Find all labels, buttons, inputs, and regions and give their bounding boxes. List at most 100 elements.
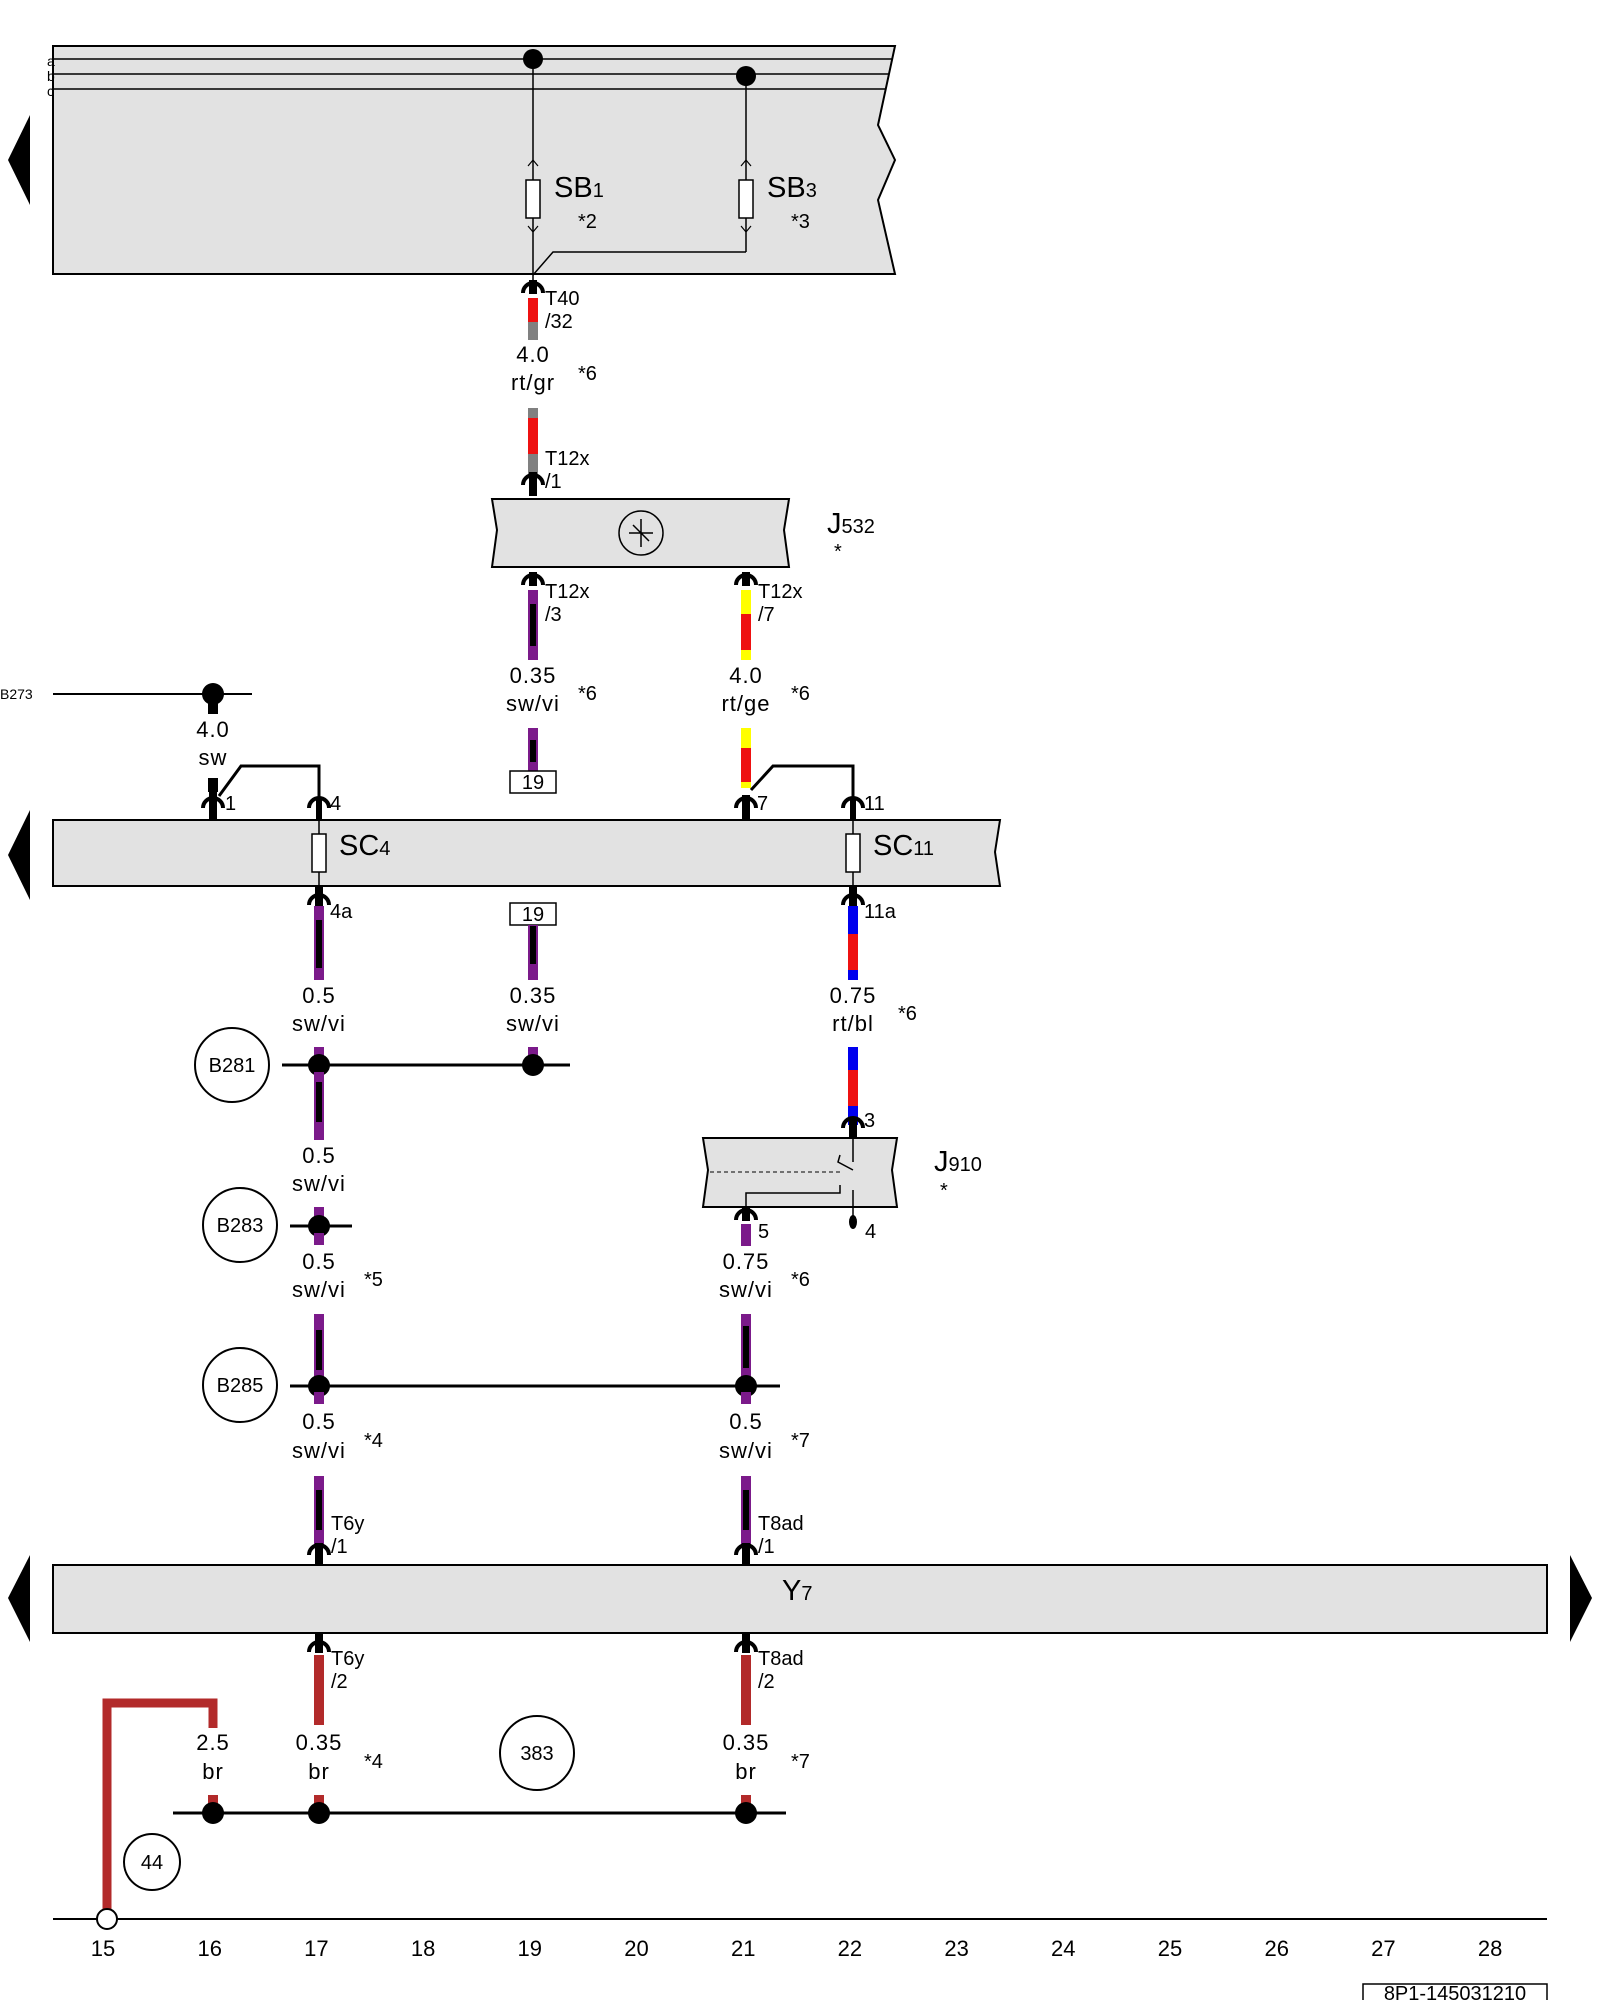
wire-j532-7-note: *6 bbox=[791, 683, 810, 705]
axis-number: 22 bbox=[838, 1936, 862, 1961]
wire-j910-5-note: *6 bbox=[791, 1269, 810, 1291]
b285-junction-17 bbox=[308, 1375, 330, 1397]
component-j910-body bbox=[701, 1137, 899, 1208]
wire-b283-color: sw/vi bbox=[292, 1277, 346, 1302]
ground-junction-21 bbox=[735, 1802, 757, 1824]
component-y7-panel bbox=[52, 1564, 1548, 1634]
b281-junction-17 bbox=[308, 1054, 330, 1076]
wire-b273-color: sw bbox=[199, 745, 228, 770]
wire-j532-3-note: *6 bbox=[578, 683, 597, 705]
connector-t6y-1-label: T6y bbox=[331, 1513, 364, 1535]
axis-number: 16 bbox=[197, 1936, 221, 1961]
wire-j910-5-color: sw/vi bbox=[719, 1277, 773, 1302]
connector-t8ad-2 bbox=[734, 1633, 758, 1653]
wire-b281-color: sw/vi bbox=[292, 1171, 346, 1196]
component-y7-label: Y7 bbox=[782, 1575, 812, 1607]
fuse-sb1-note: *2 bbox=[578, 211, 597, 233]
left-arrow-mid bbox=[8, 810, 30, 900]
wire-sc4-core bbox=[316, 920, 322, 968]
ref-circle-383-label: 383 bbox=[520, 1743, 553, 1765]
connector-t6y-2 bbox=[307, 1633, 331, 1653]
connector-t8ad-1-pin: /1 bbox=[758, 1536, 775, 1558]
wire-b273-size: 4.0 bbox=[196, 717, 230, 742]
component-j532-label: J532 bbox=[827, 508, 875, 540]
axis-number: 24 bbox=[1051, 1936, 1075, 1961]
ref-box-19-bottom-label: 19 bbox=[522, 904, 544, 926]
right-arrow-y7 bbox=[1570, 1555, 1592, 1642]
connector-sc-pin11-label: 11 bbox=[864, 793, 885, 815]
connector-t8ad-2-pin: /2 bbox=[758, 1671, 775, 1693]
axis-number: 20 bbox=[624, 1936, 648, 1961]
fuse-sc11-symbol bbox=[845, 833, 861, 873]
wire-t12x1-grey2 bbox=[528, 454, 538, 474]
wire-t6y1-core bbox=[316, 1490, 322, 1530]
connector-t12x-3-label: T12x bbox=[545, 581, 589, 603]
ref-box-19-top-label: 19 bbox=[522, 772, 544, 794]
doc-id-label: 8P1-145031210 bbox=[1384, 1983, 1526, 2000]
wire-gnd-16-color: br bbox=[202, 1759, 224, 1784]
component-j910-note: * bbox=[940, 1180, 948, 1202]
splice-b273-label: B273 bbox=[0, 686, 33, 702]
connector-t6y-1 bbox=[307, 1543, 331, 1565]
wire-j532-7-red bbox=[741, 614, 751, 650]
doc-id-box bbox=[1362, 1983, 1548, 2000]
axis-number: 19 bbox=[518, 1936, 542, 1961]
wire-gnd-17-upper bbox=[314, 1655, 324, 1725]
connector-t8ad-1 bbox=[734, 1543, 758, 1565]
axis-number: 15 bbox=[91, 1936, 115, 1961]
fuse-sb1-label: SB1 bbox=[554, 172, 604, 204]
connector-sc-pin7-label: 7 bbox=[757, 793, 768, 815]
wire-gnd-21-note: *7 bbox=[791, 1751, 810, 1773]
wire-b285-l-size: 0.5 bbox=[302, 1409, 336, 1434]
connector-t12x-3-pin: /3 bbox=[545, 604, 562, 626]
connector-sc-pin11a bbox=[841, 886, 865, 906]
wire-gnd-21-upper bbox=[741, 1655, 751, 1725]
connector-t6y-2-label: T6y bbox=[331, 1648, 364, 1670]
wire-b281-out-core bbox=[316, 1082, 322, 1122]
fuse-sc4-symbol bbox=[311, 833, 327, 873]
connector-j910-pin5 bbox=[734, 1207, 758, 1221]
wire-sc11-note: *6 bbox=[898, 1003, 917, 1025]
connector-j910-pin3 bbox=[841, 1116, 865, 1138]
wire-j910-5-stripe bbox=[741, 1224, 751, 1246]
connector-t8ad-1-label: T8ad bbox=[758, 1513, 804, 1535]
connector-j910-pin4-label: 4 bbox=[865, 1221, 876, 1243]
wire-19-size: 0.35 bbox=[510, 983, 557, 1008]
wire-t40-red bbox=[528, 298, 538, 322]
splice-b285-circle bbox=[202, 1347, 278, 1423]
sb3-to-t40-wire bbox=[532, 251, 746, 276]
fuse-sb3-note: *3 bbox=[791, 211, 810, 233]
axis-number: 28 bbox=[1478, 1936, 1502, 1961]
wire-sc11-size: 0.75 bbox=[830, 983, 877, 1008]
wire-b283-note: *5 bbox=[364, 1269, 383, 1291]
fuse-sb3-symbol bbox=[738, 179, 754, 219]
axis-number: 23 bbox=[944, 1936, 968, 1961]
sc4-bridge-wire bbox=[217, 764, 321, 798]
wire-sc-pin7-red bbox=[741, 748, 751, 782]
b273-stub2 bbox=[208, 778, 218, 792]
fuse-sb3-arrows bbox=[740, 159, 752, 233]
wire-19-color: sw/vi bbox=[506, 1011, 560, 1036]
wire-b285-l-note: *4 bbox=[364, 1430, 383, 1452]
axis-number: 17 bbox=[304, 1936, 328, 1961]
b285-junction-21 bbox=[735, 1375, 757, 1397]
ref-circle-44 bbox=[123, 1833, 181, 1891]
connector-t12x-1 bbox=[521, 472, 545, 496]
bus-label-b: b bbox=[47, 68, 55, 84]
connector-sc-pin4a bbox=[307, 886, 331, 906]
wire-b285-l-stub bbox=[314, 1392, 324, 1404]
wire-gnd-16-size: 2.5 bbox=[196, 1730, 230, 1755]
wire-sc4-size: 0.5 bbox=[302, 983, 336, 1008]
wire-sc11-color: rt/bl bbox=[832, 1011, 874, 1036]
connector-j910-pin3-label: 3 bbox=[864, 1110, 875, 1132]
ground-terminal bbox=[96, 1908, 118, 1930]
connector-sc-pin1 bbox=[201, 790, 225, 820]
wire-t40-note: *6 bbox=[578, 363, 597, 385]
wire-b285-r-size: 0.5 bbox=[729, 1409, 763, 1434]
connector-sc-pin7 bbox=[734, 795, 758, 820]
ref-box-19-top bbox=[509, 770, 557, 794]
wire-t40-color: rt/gr bbox=[511, 370, 555, 395]
top-fuse-panel bbox=[52, 45, 897, 275]
